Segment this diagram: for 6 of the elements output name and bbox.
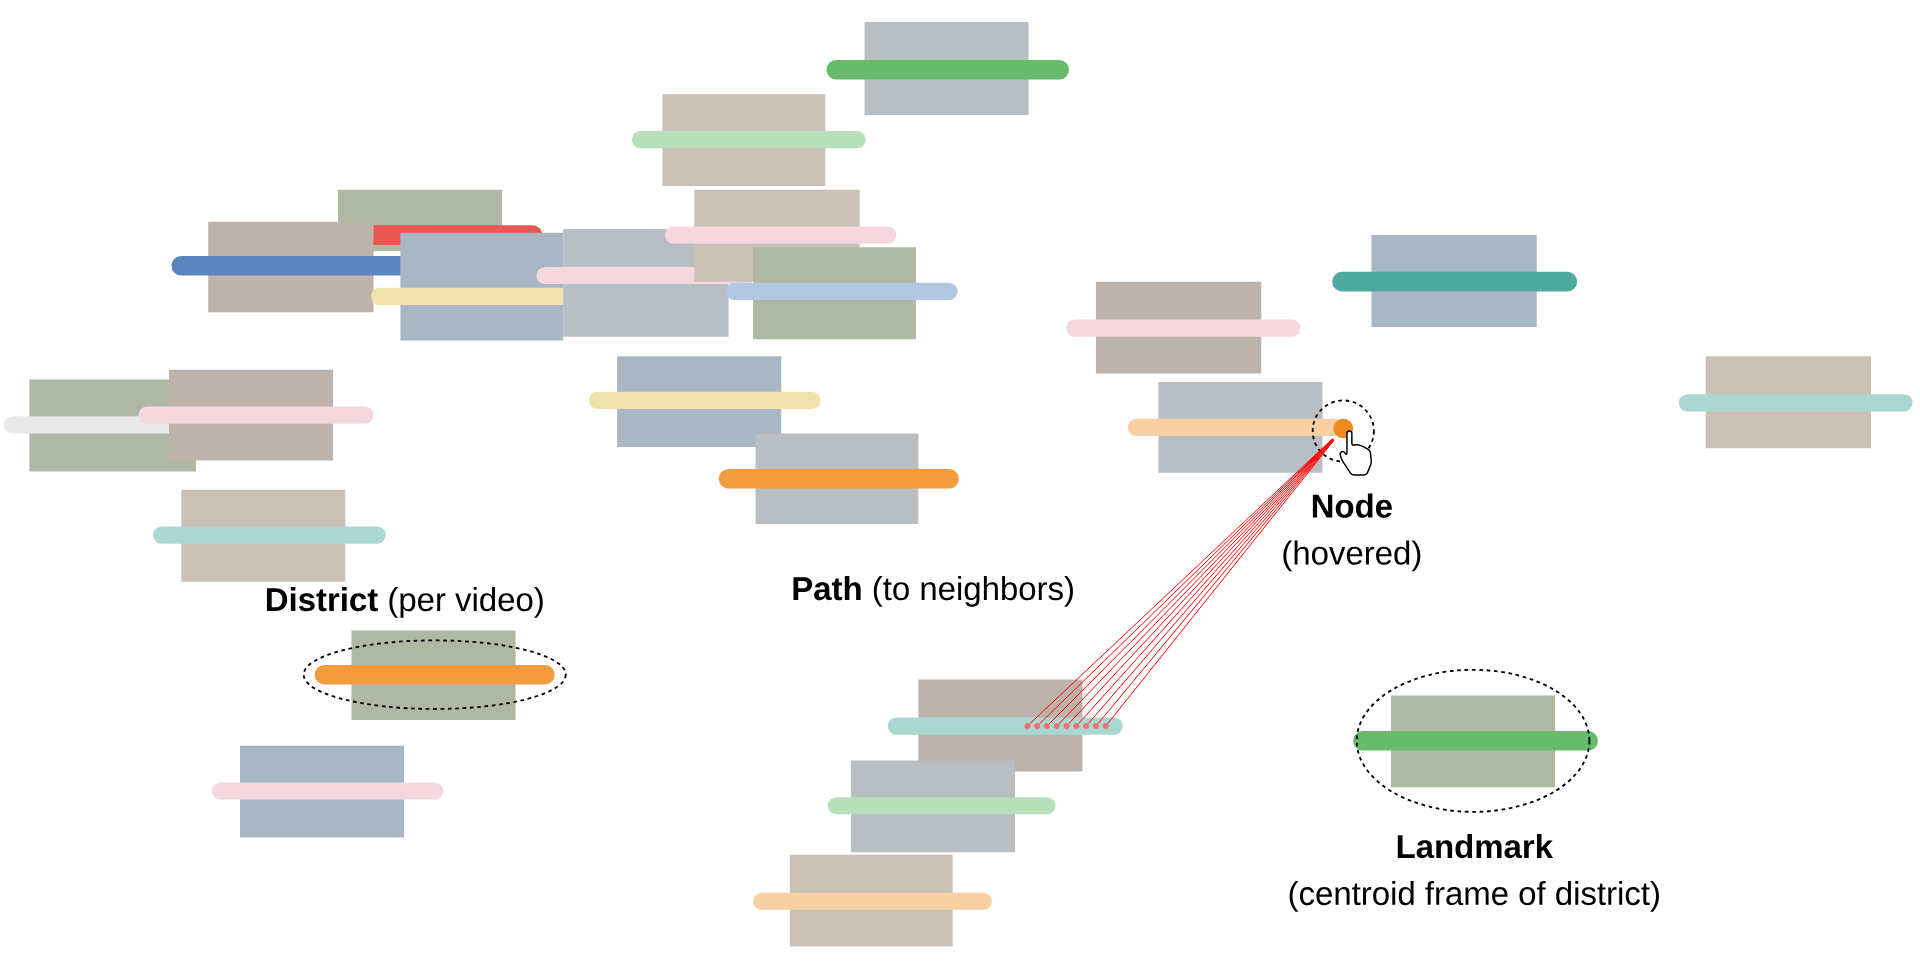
annotation-text: Landmark [1397, 834, 1554, 859]
annotation-text: (centroid frame of district) [1289, 881, 1659, 912]
annotation-text: (hovered) [1283, 540, 1421, 572]
annotation-text: Path (to neighbors) [793, 576, 1073, 607]
annotation-text: District (per video) [266, 587, 543, 618]
annotation-text: Node [1312, 493, 1392, 518]
